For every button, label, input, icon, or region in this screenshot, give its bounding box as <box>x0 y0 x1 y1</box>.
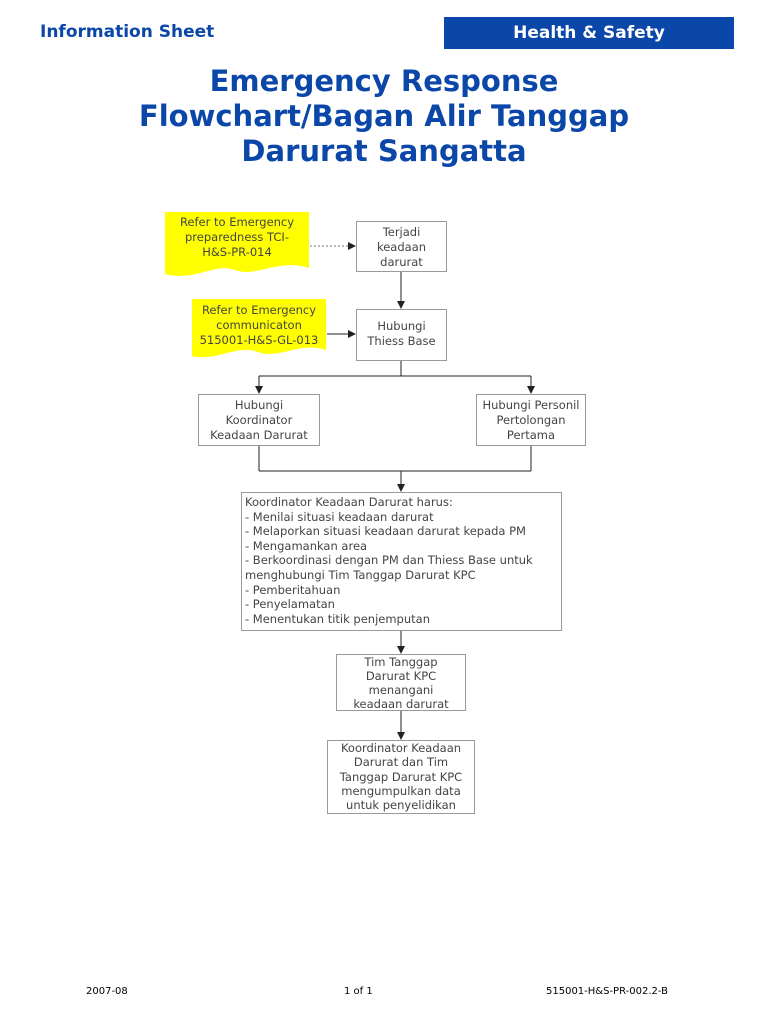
box-hubungi-base-line-1: Hubungi <box>377 319 426 333</box>
box-hubungi-koordinator: Hubungi Koordinator Keadaan Darurat <box>198 394 320 446</box>
health-safety-banner: Health & Safety <box>444 17 734 49</box>
box-hubungi-personil: Hubungi Personil Pertolongan Pertama <box>476 394 586 446</box>
note-preparedness: Refer to Emergency preparedness TCI- H&S… <box>165 215 309 260</box>
box-kumpul-line-4: mengumpulkan data <box>341 783 461 798</box>
note-preparedness-line-3: H&S-PR-014 <box>202 245 272 259</box>
tasks-line-9: - Menentukan titik penjemputan <box>245 611 430 626</box>
note-communication-line-1: Refer to Emergency <box>201 303 317 317</box>
box-hubungi-personil-line-2: Pertolongan <box>496 413 566 427</box>
box-tim-tanggap: Tim Tanggap Darurat KPC menangani keadaa… <box>336 654 466 711</box>
box-tim-line-1: Tim Tanggap <box>364 655 438 669</box>
box-terjadi-line-1: Terjadi <box>382 225 421 239</box>
box-tim-line-2: Darurat KPC <box>365 669 437 683</box>
box-tim-line-3: menangani <box>368 683 434 697</box>
tasks-line-3: - Melaporkan situasi keadaan darurat kep… <box>245 524 526 539</box>
title-line-1: Emergency Response <box>209 64 559 98</box>
box-hubungi-koordinator-line-3: Keadaan Darurat <box>210 428 308 442</box>
box-tim-line-4: keadaan darurat <box>353 697 449 711</box>
box-kumpul-line-3: Tanggap Darurat KPC <box>339 769 463 784</box>
box-hubungi-personil-line-3: Pertama <box>506 428 556 442</box>
note-communication-shape <box>192 299 326 358</box>
information-sheet-label: Information Sheet <box>40 22 215 42</box>
note-communication-line-2: communicaton <box>216 318 302 332</box>
box-terjadi-line-2: keadaan <box>376 240 427 254</box>
box-koordinator-tasks: Koordinator Keadaan Darurat harus: - Men… <box>241 492 562 631</box>
title-line-3: Darurat Sangatta <box>241 134 527 168</box>
page-title: Emergency Response Flowchart/Bagan Alir … <box>40 64 728 169</box>
tasks-line-7: - Pemberitahuan <box>245 582 341 597</box>
tasks-line-5: - Berkoordinasi dengan PM dan Thiess Bas… <box>245 553 533 568</box>
box-hubungi-thiess-base: Hubungi Thiess Base <box>356 309 447 361</box>
box-kumpul-line-1: Koordinator Keadaan <box>340 741 462 755</box>
box-kumpul-line-5: untuk penyelidikan <box>346 798 456 813</box>
box-hubungi-koordinator-line-2: Koordinator <box>225 413 293 427</box>
tasks-line-1: Koordinator Keadaan Darurat harus: <box>245 495 453 509</box>
footer-date: 2007-08 <box>86 986 128 997</box>
footer-doc-number: 515001-H&S-PR-002.2-B <box>546 986 668 997</box>
box-kumpul-line-2: Darurat dan Tim <box>353 755 449 770</box>
box-hubungi-personil-line-1: Hubungi Personil <box>482 398 580 412</box>
title-line-2: Flowchart/Bagan Alir Tanggap <box>138 99 630 133</box>
box-terjadi-keadaan-darurat: Terjadi keadaan darurat <box>356 221 447 272</box>
tasks-line-6: menghubungi Tim Tanggap Darurat KPC <box>245 567 476 582</box>
box-koordinator-kumpul: Koordinator Keadaan Darurat dan Tim Tang… <box>327 740 475 814</box>
note-preparedness-line-1: Refer to Emergency <box>179 215 295 229</box>
footer-page-number: 1 of 1 <box>344 986 373 997</box>
box-hubungi-koordinator-line-1: Hubungi <box>234 398 284 412</box>
note-preparedness-line-2: preparedness TCI- <box>185 230 289 244</box>
tasks-line-2: - Menilai situasi keadaan darurat <box>245 509 434 524</box>
box-hubungi-base-line-2: Thiess Base <box>367 334 436 348</box>
note-communication: Refer to Emergency communicaton 515001-H… <box>192 303 326 348</box>
tasks-line-8: - Penyelamatan <box>245 597 335 612</box>
tasks-line-4: - Mengamankan area <box>245 538 368 553</box>
note-preparedness-shape <box>165 212 309 276</box>
box-terjadi-line-3: darurat <box>380 255 423 269</box>
note-communication-line-3: 515001-H&S-GL-013 <box>199 333 319 347</box>
